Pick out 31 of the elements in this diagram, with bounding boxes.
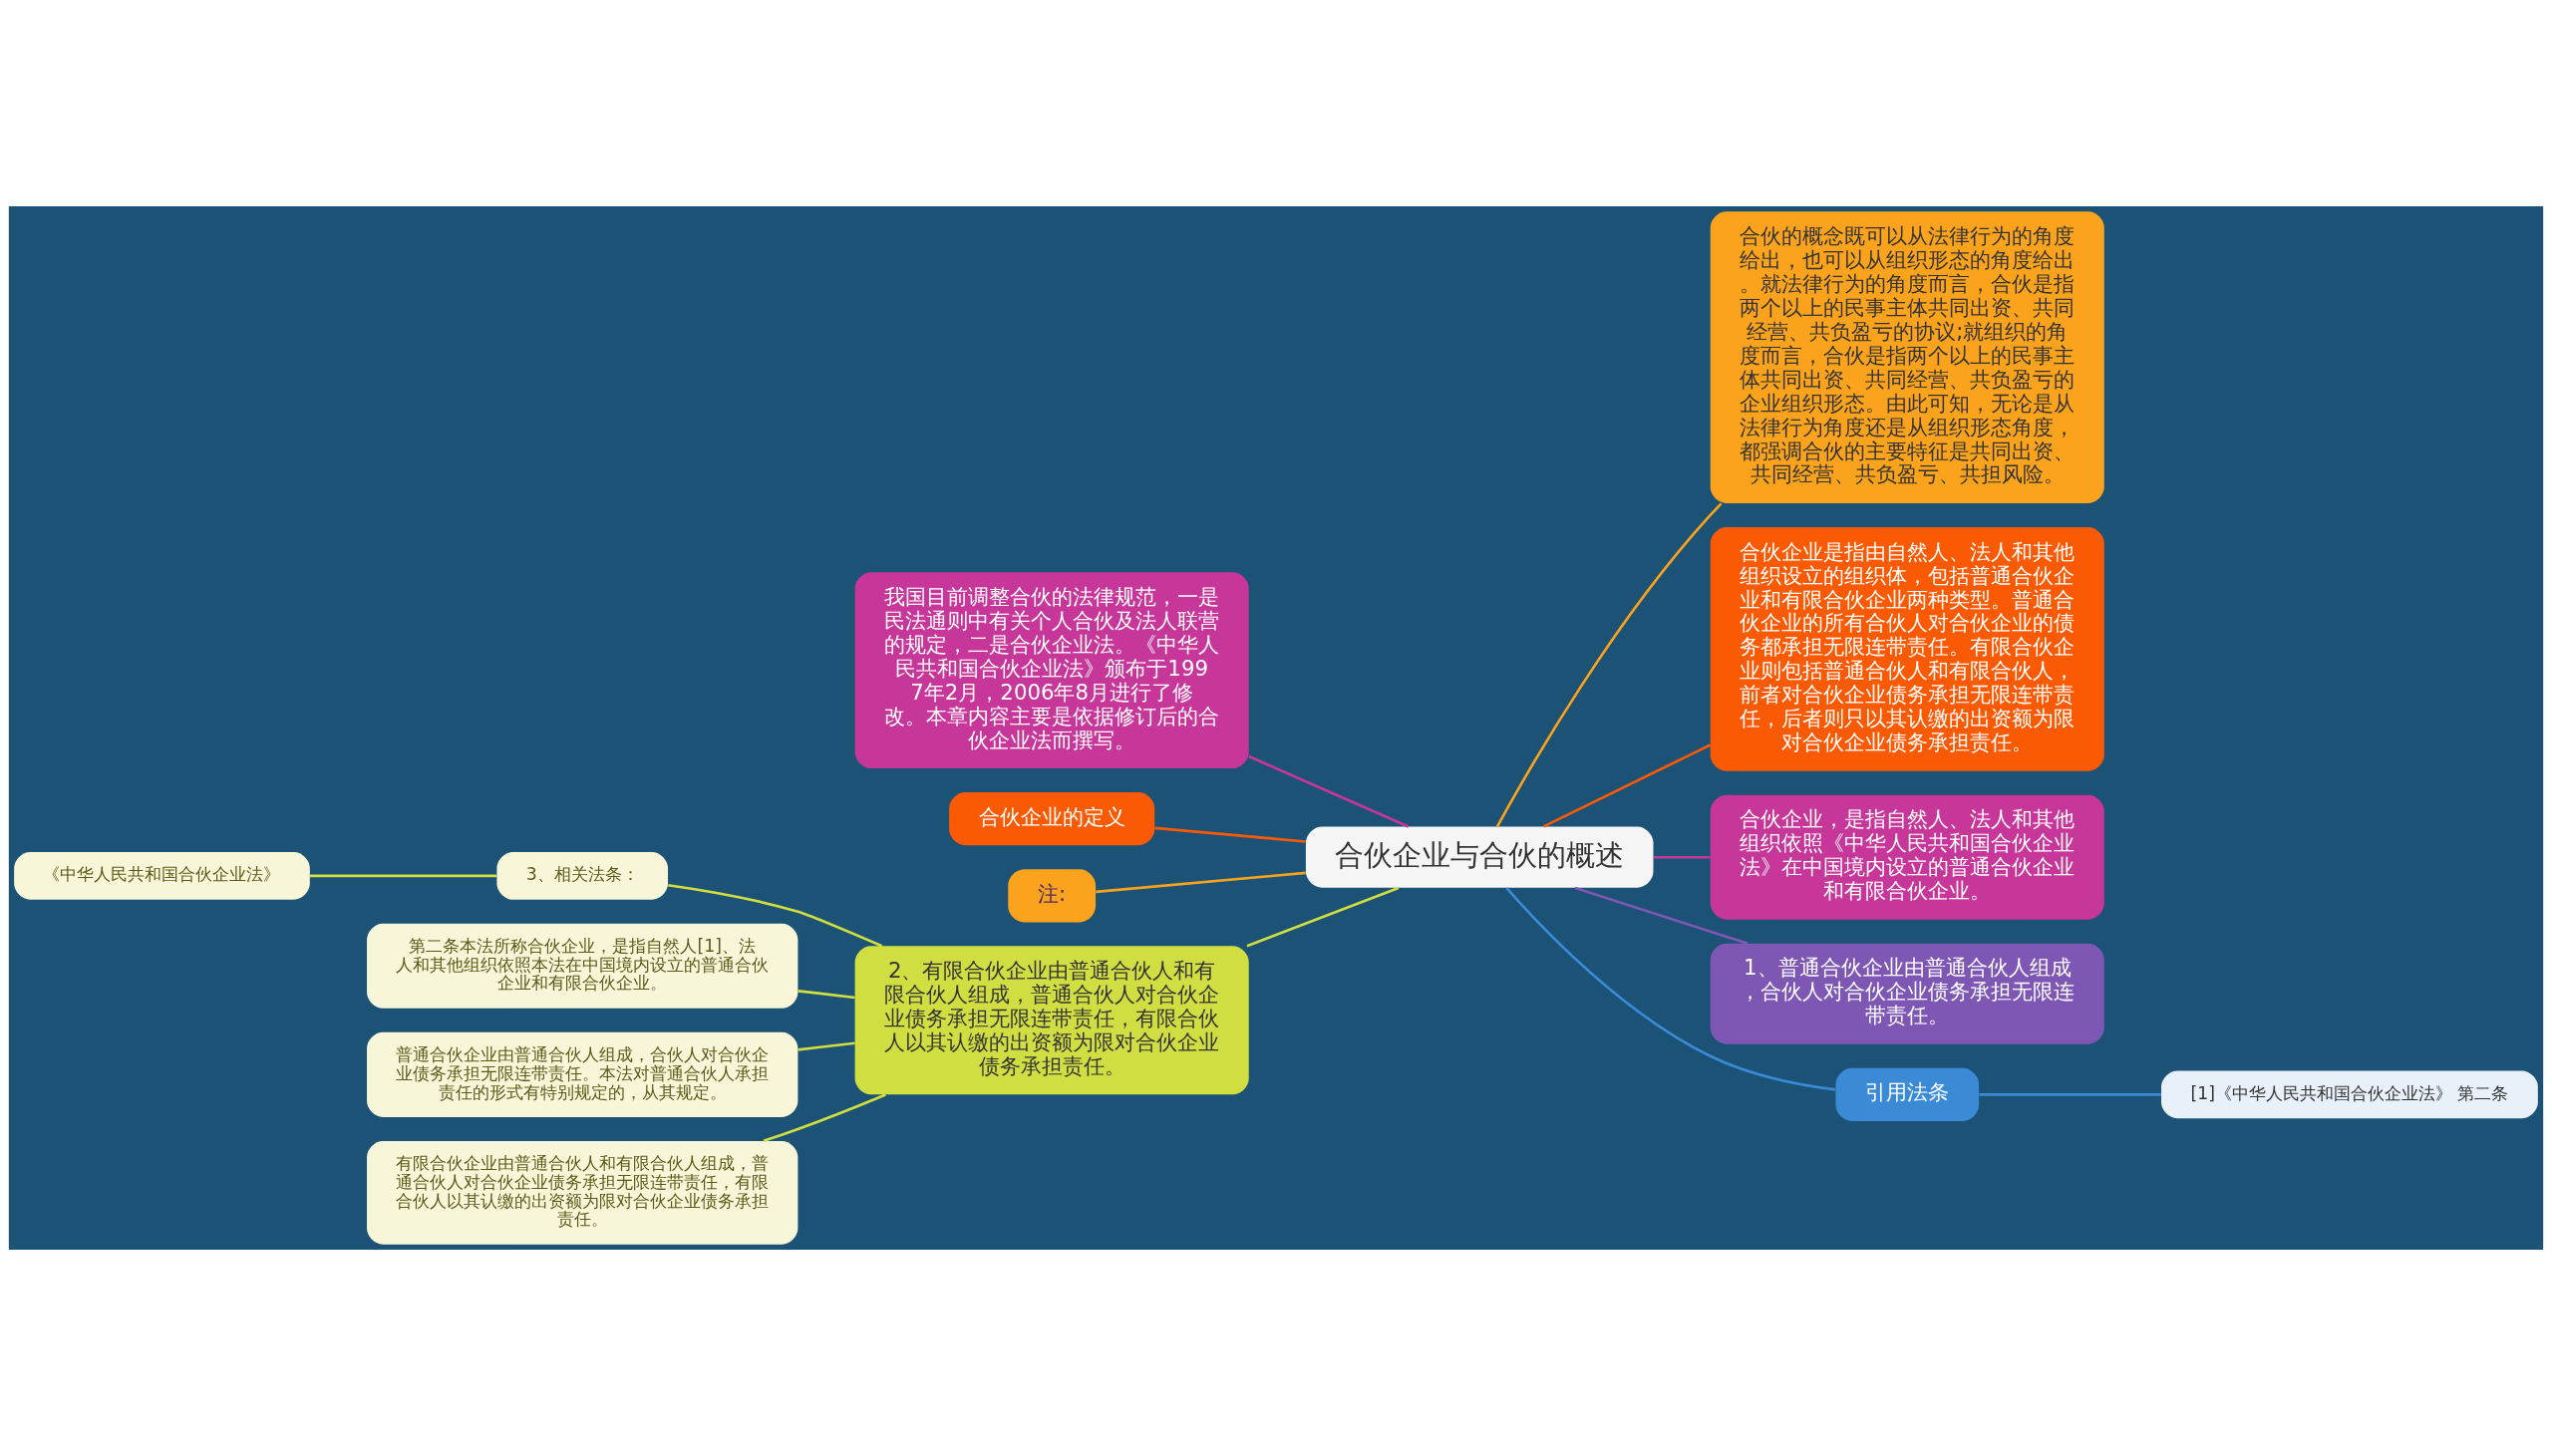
connector [309, 874, 497, 878]
node-box: 2、有限合伙企业由普通合伙人和有限合伙人组成，普通合伙人对合伙企业债务承担无限连带责任，有限合伙人以其认缴的出资额为限对合伙企业债务承担责任。 [854, 946, 1249, 1095]
connector [668, 883, 883, 948]
node-box: 合伙企业是指由自然人、法人和其他组织设立的组织体，包括普通合伙企业和有限合伙企业两种类型。普通合伙企业的所有合伙人对合伙企业的债务都承担无限连带责任。有限合伙企业则包括普通合伙人和有限合伙人，前者对合伙企业债务承担无限连带责任，后者则只以其认缴的出资额为限对合伙企业债务承担责任。 [1710, 526, 2104, 771]
node-box: 引用法条 [1835, 1067, 1980, 1121]
connector [1248, 754, 1410, 828]
connector [1495, 502, 1723, 828]
connector [763, 1093, 886, 1143]
connector [1542, 743, 1712, 828]
connector [1979, 1093, 2161, 1096]
node-box: 合伙企业，是指自然人、法人和其他组织依照《中华人民共和国合伙企业法》在中国境内设立的普通合伙企业和有限合伙企业。 [1710, 794, 2104, 920]
connector [1096, 871, 1306, 894]
node-box: 1、普通合伙企业由普通合伙人组成，合伙人对合伙企业债务承担无限连带责任。 [1710, 943, 2104, 1044]
node-box: 普通合伙企业由普通合伙人组成，合伙人对合伙企业债务承担无限连带责任。本法对普通合伙人承担责任的形式有特别规定的，从其规定。 [367, 1031, 798, 1117]
connector [1505, 887, 1836, 1091]
connector [798, 990, 855, 1000]
node-box: 注: [1008, 869, 1097, 923]
node-box: 合伙企业与合伙的概述 [1305, 826, 1654, 888]
node-box: 《中华人民共和国合伙企业法》 [14, 851, 310, 900]
connector [1653, 855, 1711, 859]
node-box: 第二条本法所称合伙企业，是指自然人[1]、法人和其他组织依照本法在中国境内设立的普通合伙企业和有限合伙企业。 [367, 923, 798, 1009]
node-box: 我国目前调整合伙的法律规范，一是民法通则中有关个人合伙及法人联营的规定，二是合伙企业法。《中华人民共和国合伙企业法》颁布于1997年2月，2006年8月进行了修改。本章内容主要是依据修订后的合伙企业法而撰写。 [854, 572, 1249, 769]
node-box: [1]《中华人民共和国合伙企业法》 第二条 [2161, 1070, 2538, 1119]
connector [1574, 886, 1749, 945]
node-box: 有限合伙企业由普通合伙人和有限合伙人组成，普通合伙人对合伙企业债务承担无限连带责任，有限合伙人以其认缴的出资额为限对合伙企业债务承担责任。 [367, 1140, 798, 1245]
node-box: 3、相关法条： [496, 851, 669, 900]
connector [1154, 826, 1306, 843]
connector [798, 1041, 855, 1051]
connector [1246, 886, 1400, 948]
node-box: 合伙的概念既可以从法律行为的角度给出，也可以从组织形态的角度给出。就法律行为的角度而言，合伙是指两个以上的民事主体共同出资、共同经营、共负盈亏的协议;就组织的角度而言，合伙是指两个以上的民事主体共同出资、共同经营、共负盈亏的企业组织形态。由此可知，无论是从法律行为角度还是从组织形态角度，都强调合伙的主要特征是共同出资、共同经营、共负盈亏、共担风险。 [1710, 211, 2104, 503]
node-box: 合伙企业的定义 [949, 792, 1155, 846]
